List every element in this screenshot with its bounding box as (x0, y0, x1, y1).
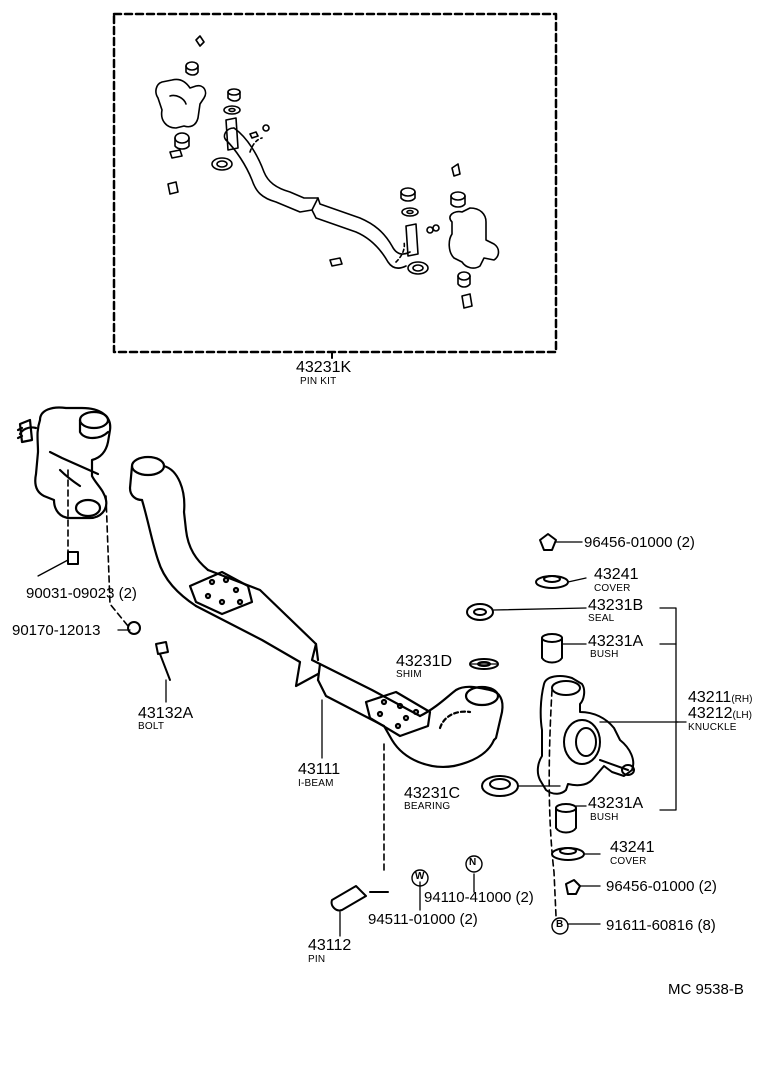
cover-bottom-name: COVER (610, 856, 647, 867)
knuckle-name: KNUCKLE (688, 722, 737, 733)
plug-2-number: 90170-12013 (12, 622, 101, 639)
pin-kit-right-knuckle (448, 163, 500, 309)
knuckle-rh-number: 43211(RH) (688, 690, 752, 706)
bush-top-name: BUSH (590, 649, 619, 660)
knuckle-lh-code: 43212 (688, 705, 733, 722)
cover-top-number: 43241 (594, 566, 639, 583)
grease-fitting-bottom-number: 96456-01000 (2) (606, 878, 717, 895)
ibeam-name: I-BEAM (298, 778, 334, 789)
seal-name: SEAL (588, 613, 615, 624)
diagram-code: MC 9538-B (668, 981, 744, 998)
bolt-name: BOLT (138, 721, 165, 732)
bush-bottom-name: BUSH (590, 812, 619, 823)
knuckle-rh-suffix: (RH) (731, 694, 753, 705)
bush-bottom-number: 43231A (588, 795, 644, 812)
knuckle-rh-code: 43211 (688, 689, 732, 706)
label-leaders (37, 541, 687, 937)
nut-number: 94511-01000 (2) (368, 911, 478, 928)
pin-kit-mini-axle (223, 127, 411, 269)
knuckle-lh-suffix: (LH) (732, 710, 752, 721)
symbol-circles (411, 855, 569, 935)
assembly-leaders (67, 469, 557, 917)
left-knuckle-drawing (16, 406, 112, 520)
knuckle-lh-number: 43212(LH) (688, 706, 752, 722)
pin-kit-number: 43231K (296, 359, 352, 376)
pin-name: PIN (308, 954, 326, 965)
cover-top-name: COVER (594, 583, 631, 594)
grease-fitting-top-number: 96456-01000 (2) (584, 534, 695, 551)
pin-kit-left-knuckle (155, 35, 207, 195)
shim-number: 43231D (396, 653, 453, 670)
ibeam-number: 43111 (298, 761, 341, 778)
pin-kit-box (112, 12, 558, 359)
knuckle-parts-drawing (330, 533, 635, 912)
nut-symbol: W (415, 871, 425, 882)
bolt-number: 43132A (138, 705, 194, 722)
i-beam-drawing (128, 455, 504, 768)
cover-bottom-number: 43241 (610, 839, 655, 856)
bolt-b-number: 91611-60816 (8) (606, 917, 716, 934)
seal-number: 43231B (588, 597, 644, 614)
bearing-number: 43231C (404, 785, 461, 802)
shim-name: SHIM (396, 669, 422, 680)
pin-kit-right-pin-parts (329, 187, 440, 275)
pin-kit-left-pin-parts (211, 88, 270, 171)
bolt-b-symbol: B (556, 919, 564, 930)
plug-and-bolt-parts (67, 551, 171, 681)
bearing-name: BEARING (404, 801, 451, 812)
washer-symbol: N (469, 857, 477, 868)
plug-1-number: 90031-09023 (2) (26, 585, 137, 602)
pin-number: 43112 (308, 937, 352, 954)
washer-number: 94110-41000 (2) (424, 889, 534, 906)
pin-kit-name: PIN KIT (300, 376, 337, 387)
bush-top-number: 43231A (588, 633, 644, 650)
